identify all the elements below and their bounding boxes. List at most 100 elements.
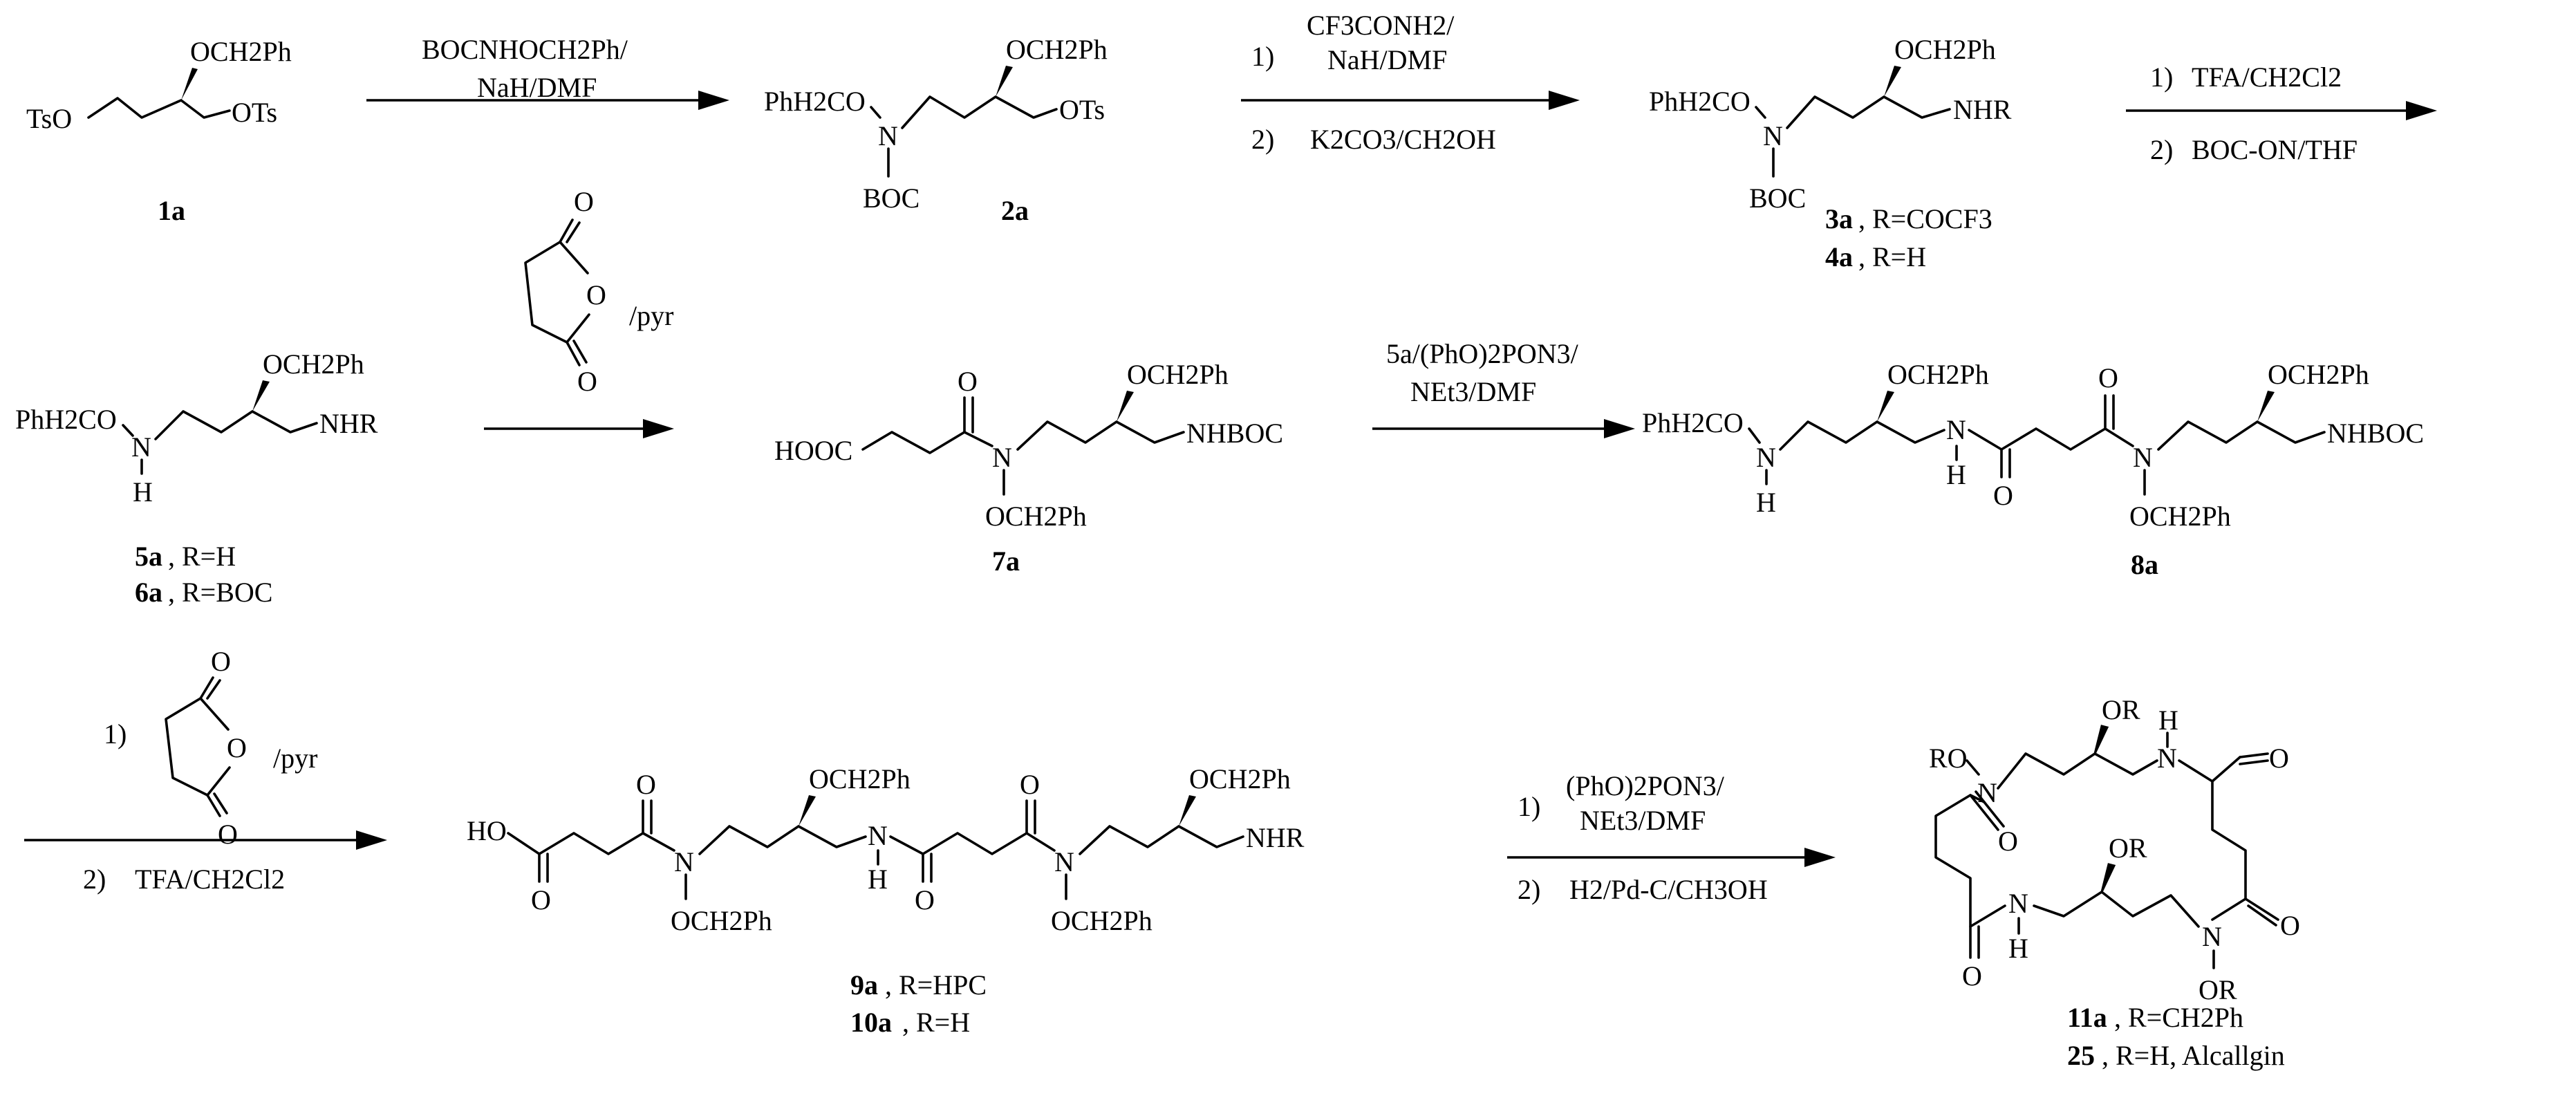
h-label: H (1946, 459, 1966, 490)
compound-label-7a: 7a (992, 546, 1020, 577)
n-label: N (2133, 442, 2153, 473)
compound-2a: PhH2CO N BOC OCH2Ph OTs 2a (764, 34, 1108, 226)
or-label: OR (2199, 974, 2237, 1005)
compound-label-8a: 8a (2131, 549, 2158, 580)
wedge-bond (181, 68, 198, 100)
step-number: 1) (1251, 41, 1274, 72)
r-definition: , R=H, Alcallgin (2102, 1040, 2285, 1071)
reagent-line: NaH/DMF (1327, 44, 1447, 75)
n-label: N (2008, 888, 2028, 919)
obn-label: OCH2Ph (1127, 359, 1229, 390)
h-label: H (2158, 705, 2178, 736)
reagent-line: /pyr (273, 743, 317, 774)
step-number: 2) (1518, 874, 1540, 905)
reagent-line: /pyr (629, 300, 673, 331)
o-label: O (577, 366, 597, 397)
reaction-arrow-2: 1) CF3CONH2/ NaH/DMF 2) K2CO3/CH2OH (1241, 10, 1580, 155)
onb-label: OCH2Ph (671, 905, 772, 936)
n-label: N (1756, 442, 1776, 473)
r-definition: , R=H (168, 541, 236, 572)
reagent-line: TFA/CH2Cl2 (2192, 62, 2342, 93)
phch2co-label: PhH2CO (1649, 86, 1751, 117)
reagent-line: NEt3/DMF (1580, 805, 1706, 836)
n-label: N (1977, 777, 1997, 808)
nhr-label: NHR (1246, 822, 1305, 853)
o-label: O (915, 884, 935, 915)
r-definition: , R=H (1858, 241, 1926, 272)
compound-label-2a: 2a (1001, 195, 1029, 226)
o-label: O (227, 732, 247, 763)
nhboc-label: NHBOC (1186, 418, 1283, 449)
or-label: OR (2102, 694, 2140, 725)
h-label: H (1756, 487, 1776, 518)
ots-label: OTs (1059, 94, 1105, 125)
n-label: N (878, 120, 898, 151)
obn-label: OCH2Ph (1006, 34, 1108, 65)
ots-label: OTs (232, 97, 277, 128)
o-label: O (1962, 960, 1982, 992)
compound-9a-10a: HO O O N OCH2Ph OCH2Ph N H O O N OCH2Ph … (467, 763, 1305, 1038)
onb-label: OCH2Ph (1051, 905, 1152, 936)
n-label: N (1763, 120, 1783, 151)
h-label: H (133, 476, 153, 508)
o-label: O (531, 884, 551, 915)
reagent-line: BOC-ON/THF (2192, 134, 2358, 165)
o-label: O (1993, 480, 2013, 511)
succinic-anhydride: O O O (524, 186, 606, 397)
o-label: O (636, 769, 656, 800)
o-label: O (1998, 826, 2018, 857)
reaction-arrow-4: O O O /pyr (484, 186, 674, 438)
compound-3a-4a: PhH2CO N BOC OCH2Ph NHR 3a , R=COCF3 4a … (1649, 34, 2012, 272)
hooc-label: HOOC (774, 435, 852, 466)
r-definition: , R=H (902, 1007, 970, 1038)
reagent-line: NaH/DMF (477, 72, 597, 103)
n-label: N (1054, 846, 1074, 877)
o-label: O (2280, 910, 2300, 941)
compound-1a: TsO OCH2Ph OTs 1a (26, 36, 292, 226)
phch2co-label: PhH2CO (764, 86, 866, 117)
o-label: O (2269, 743, 2289, 774)
nhr-label: NHR (319, 408, 378, 439)
reagent-line: (PhO)2PON3/ (1566, 770, 1725, 801)
compound-label-6a: 6a (135, 577, 162, 608)
r-definition: , R=HPC (885, 969, 987, 1001)
compound-5a-6a: PhH2CO N H OCH2Ph NHR 5a , R=H 6a , R=BO… (15, 348, 378, 608)
onb-label: OCH2Ph (985, 501, 1087, 532)
n-label: N (868, 820, 888, 851)
step-number: 1) (2150, 62, 2173, 93)
n-label: N (992, 442, 1012, 473)
or-label: OR (2109, 832, 2147, 864)
compound-label-9a: 9a (850, 969, 878, 1001)
phch2co-label: PhH2CO (1642, 407, 1744, 438)
reagent-line: NEt3/DMF (1410, 376, 1536, 407)
reaction-arrow-7: 1) (PhO)2PON3/ NEt3/DMF 2) H2/Pd-C/CH3OH (1507, 770, 1836, 905)
o-label: O (958, 366, 978, 397)
step-number: 2) (83, 864, 106, 895)
compound-11a-25: RO N OR N H O O N OR OR N H O O 11a , R=… (1929, 694, 2300, 1071)
h-label: H (868, 864, 888, 895)
h-label: H (2008, 933, 2028, 964)
phch2co-label: PhH2CO (15, 404, 117, 435)
compound-label-4a: 4a (1825, 241, 1853, 272)
o-label: O (1020, 769, 1040, 800)
reagent-line: BOCNHOCH2Ph/ (422, 34, 628, 65)
boc-label: BOC (1749, 183, 1806, 214)
n-label: N (674, 846, 694, 877)
o-label: O (586, 279, 606, 310)
r-definition: , R=BOC (168, 577, 272, 608)
reaction-arrow-1: BOCNHOCH2Ph/ NaH/DMF (366, 34, 729, 110)
reaction-arrow-3: 1) TFA/CH2Cl2 2) BOC-ON/THF (2126, 62, 2437, 165)
o-label: O (2098, 362, 2118, 393)
r-definition: , R=CH2Ph (2114, 1002, 2243, 1033)
compound-label-10a: 10a (850, 1007, 892, 1038)
step-number: 1) (1518, 791, 1540, 822)
n-label: N (1946, 414, 1966, 445)
obn-label: OCH2Ph (263, 348, 364, 380)
o-label: O (574, 186, 594, 217)
step-number: 2) (2150, 134, 2173, 165)
n-label: N (2202, 921, 2222, 952)
compound-7a: HOOC O N OCH2Ph OCH2Ph NHBOC 7a (774, 359, 1283, 577)
obn-label: OCH2Ph (809, 763, 911, 794)
reaction-arrow-6: 1) O O O /pyr 2) TFA/CH2Cl2 (24, 646, 387, 895)
